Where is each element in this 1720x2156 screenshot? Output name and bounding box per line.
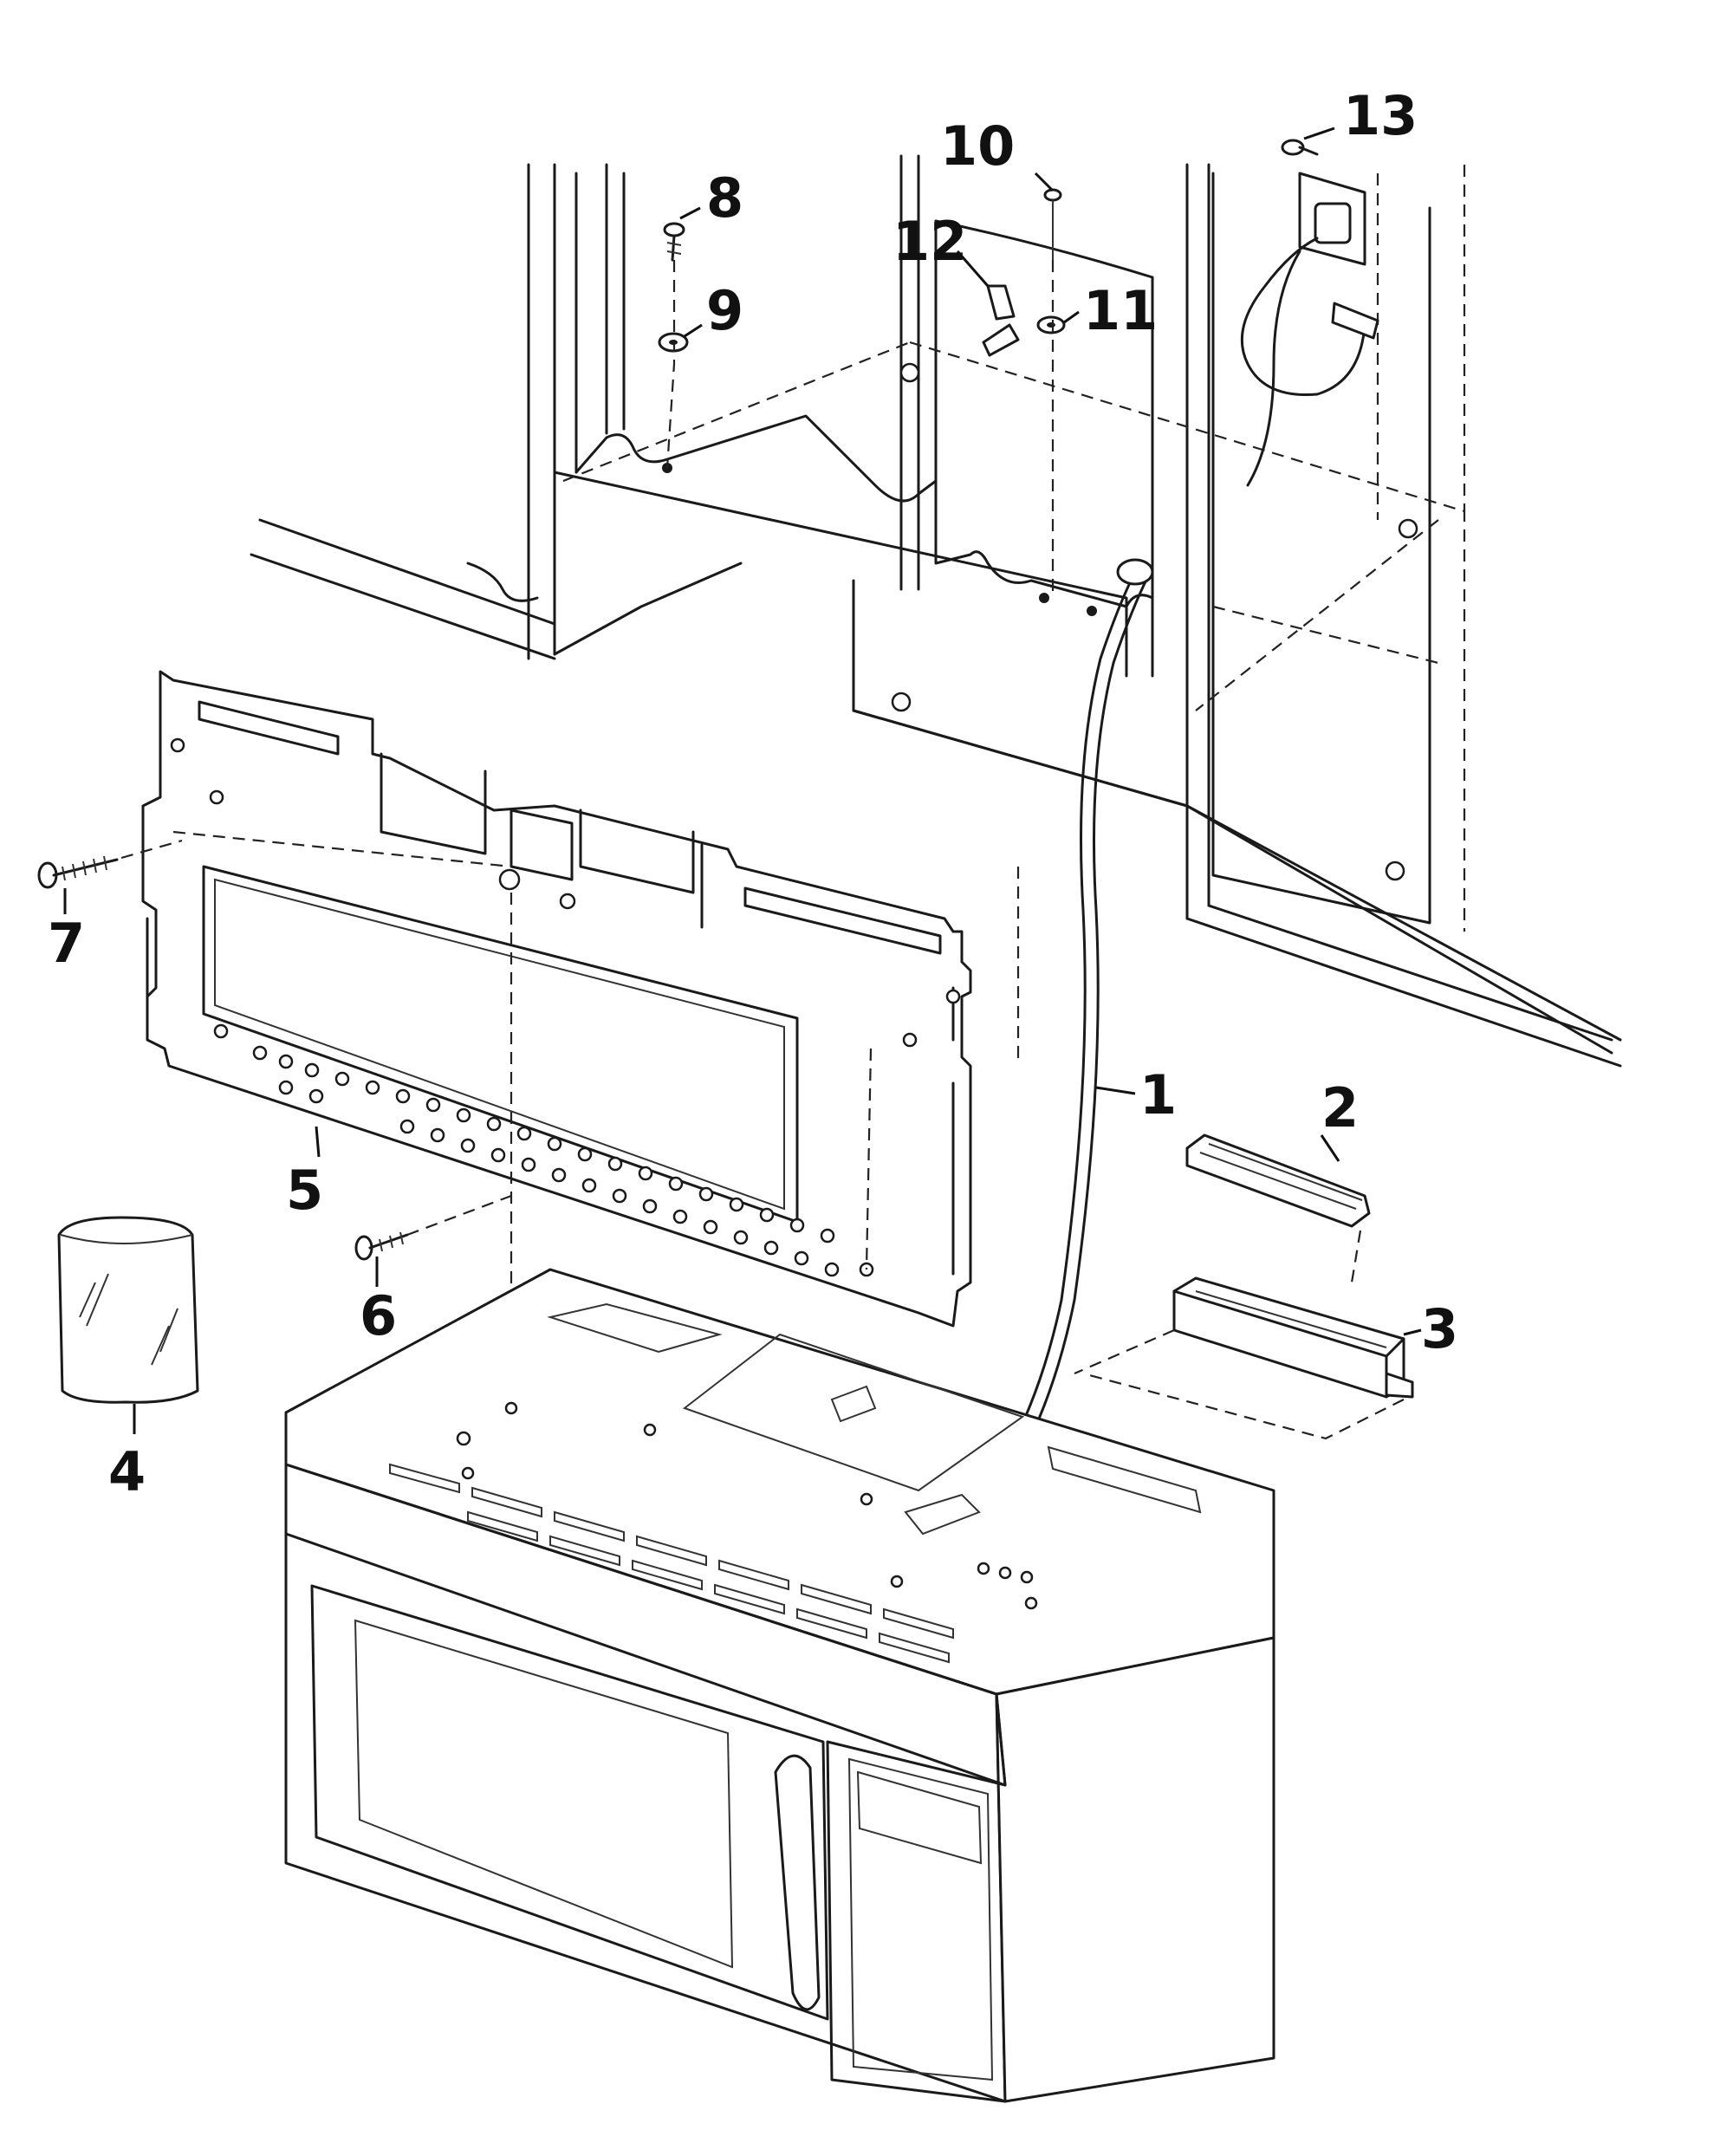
part-2-damper	[1185, 1133, 1371, 1228]
callout-10: 10	[940, 114, 1015, 178]
plate-perforations	[252, 1045, 840, 1277]
callout-9: 9	[706, 279, 743, 342]
callout-labels: 1 2 3 4 5 6 7 8 9 10 11 12 13	[48, 84, 1458, 1503]
callout-11: 11	[1083, 279, 1158, 342]
washer-11-icon	[1036, 315, 1066, 334]
callout-7: 7	[48, 912, 85, 975]
callout-3: 3	[1421, 1297, 1458, 1360]
part-3-bracket	[1172, 1276, 1414, 1399]
screw-7-icon	[37, 855, 119, 889]
callout-6: 6	[360, 1284, 397, 1348]
callout-5: 5	[286, 1159, 323, 1222]
microwave-oven	[284, 1268, 1275, 2103]
callout-8: 8	[706, 166, 743, 230]
callout-leaders	[63, 127, 1422, 1434]
callout-13: 13	[1343, 84, 1418, 147]
part-4-filter-cup	[57, 1216, 199, 1404]
callout-4: 4	[108, 1440, 146, 1503]
screw-8-icon	[663, 222, 685, 262]
screw-6-icon	[354, 1231, 409, 1261]
callout-12: 12	[892, 210, 967, 273]
toggle-anchor-12-icon	[982, 284, 1020, 357]
wall-outlet	[1240, 172, 1379, 487]
callout-2: 2	[1321, 1076, 1359, 1140]
callout-1: 1	[1139, 1063, 1177, 1127]
front-vent-slots	[389, 1463, 954, 1664]
mounting-plate	[141, 670, 972, 1328]
wall-cabinets	[250, 154, 1622, 1068]
screw-13-icon	[1281, 139, 1319, 156]
power-cord	[951, 558, 1154, 1525]
